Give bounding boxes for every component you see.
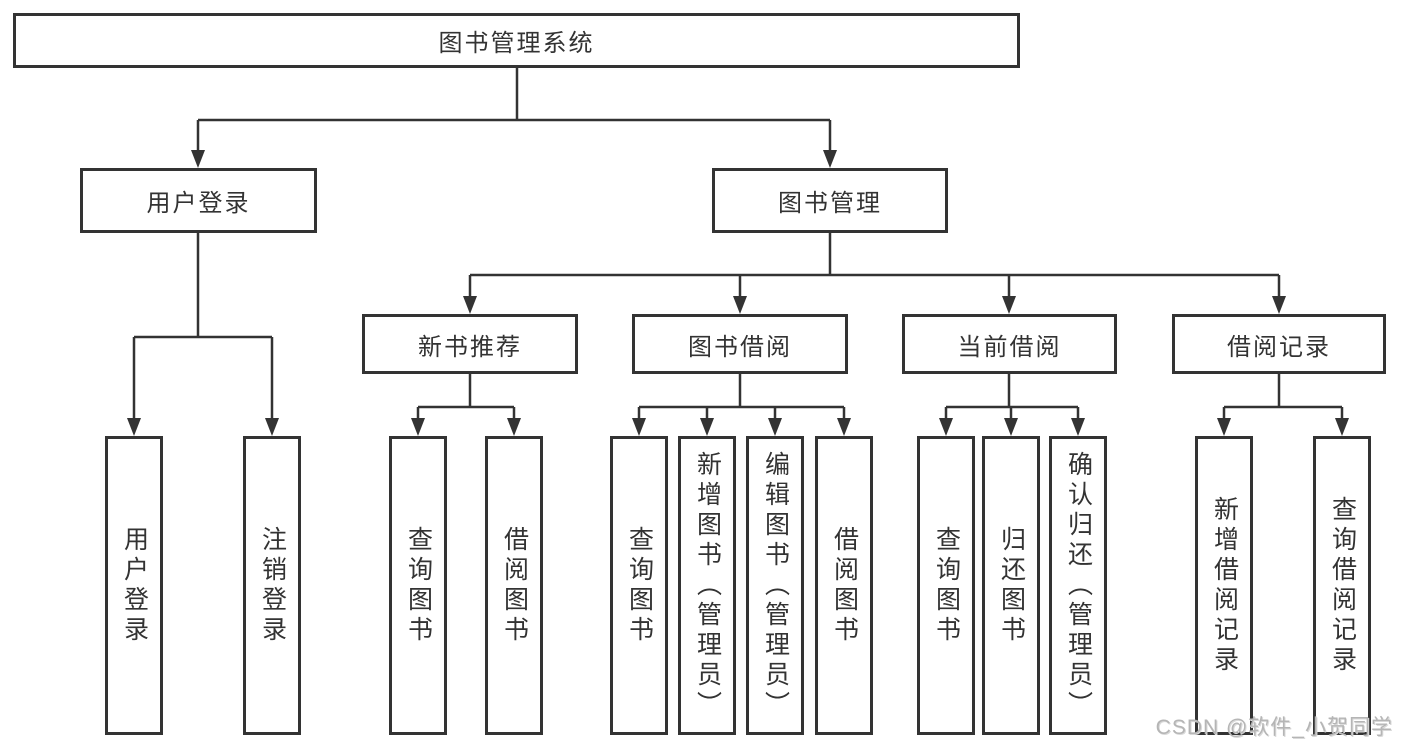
leaf-user-login: 用户登录 xyxy=(105,436,163,735)
connector-newbook-bus xyxy=(416,374,516,419)
connector-root-bus xyxy=(196,68,832,151)
connector-userlogin-bus xyxy=(132,233,274,419)
leaf-recommend-borrow-books: 借阅图书 xyxy=(485,436,543,735)
node-book-borrow: 图书借阅 xyxy=(632,314,848,374)
leaf-query-borrow-record: 查询借阅记录 xyxy=(1313,436,1371,735)
csdn-watermark: CSDN @软件_小贺同学 xyxy=(1155,716,1393,739)
connector-bookborrow-bus xyxy=(637,374,846,419)
node-root-system: 图书管理系统 xyxy=(13,13,1020,68)
leaf-return-book: 归还图书 xyxy=(982,436,1040,735)
leaf-confirm-return-admin: 确认归还（管理员） xyxy=(1049,436,1107,735)
connector-bookmgmt-bus xyxy=(468,233,1281,297)
leaf-add-book-admin: 新增图书（管理员） xyxy=(678,436,736,735)
node-current-borrow: 当前借阅 xyxy=(902,314,1117,374)
leaf-logout: 注销登录 xyxy=(243,436,301,735)
leaf-add-borrow-record: 新增借阅记录 xyxy=(1195,436,1253,735)
node-book-management: 图书管理 xyxy=(712,168,948,233)
node-user-login: 用户登录 xyxy=(80,168,317,233)
connector-currentborrow-bus xyxy=(944,374,1080,419)
leaf-borrow-query-books: 查询图书 xyxy=(610,436,668,735)
leaf-current-query-books: 查询图书 xyxy=(917,436,975,735)
node-borrow-records: 借阅记录 xyxy=(1172,314,1386,374)
node-new-book-recommend: 新书推荐 xyxy=(362,314,578,374)
leaf-borrow-book: 借阅图书 xyxy=(815,436,873,735)
leaf-recommend-query-books: 查询图书 xyxy=(389,436,447,735)
arrowheads xyxy=(127,150,1349,436)
connector-records-bus xyxy=(1222,374,1344,419)
leaf-edit-book-admin: 编辑图书（管理员） xyxy=(746,436,804,735)
